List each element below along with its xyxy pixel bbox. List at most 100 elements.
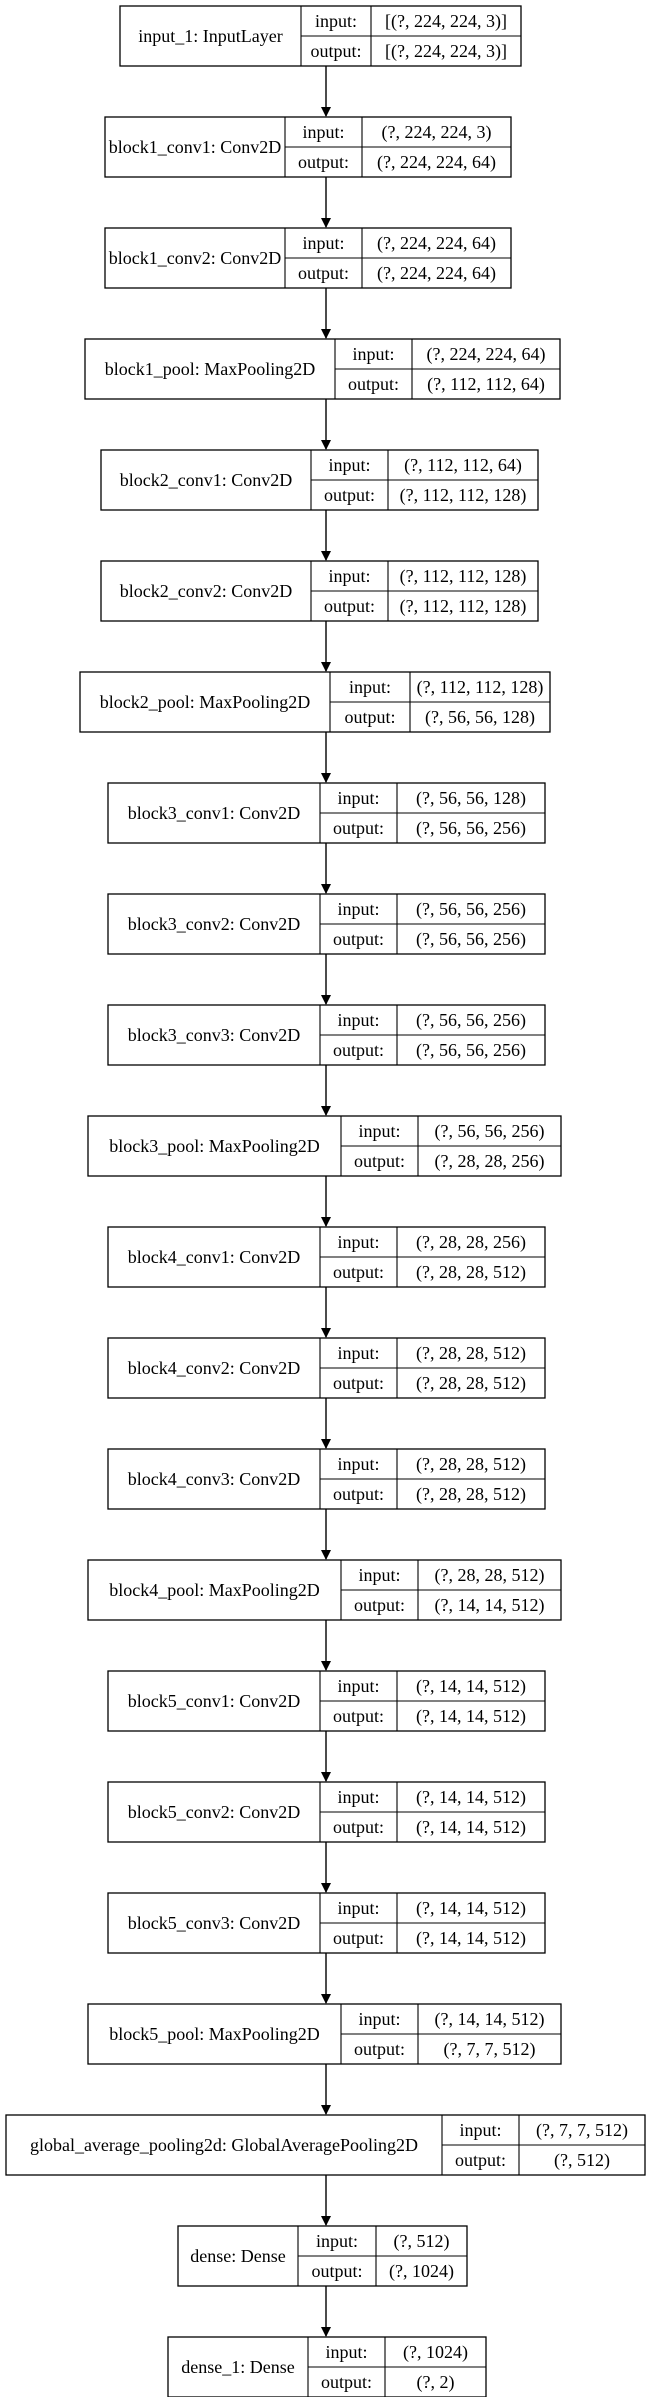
output-label: output: [324, 596, 375, 616]
output-label: output: [333, 1484, 384, 1504]
layer-name: block5_conv2: Conv2D [128, 1802, 301, 1822]
output-shape: [(?, 224, 224, 3)] [385, 41, 507, 62]
input-label: input: [328, 566, 370, 586]
input-shape: (?, 14, 14, 512) [435, 2009, 545, 2030]
output-label: output: [344, 707, 395, 727]
output-label: output: [354, 2039, 405, 2059]
input-label: input: [302, 122, 344, 142]
input-label: input: [337, 1232, 379, 1252]
input-label: input: [337, 788, 379, 808]
output-shape: (?, 56, 56, 256) [416, 818, 526, 839]
output-shape: (?, 14, 14, 512) [416, 1928, 526, 1949]
input-label: input: [337, 1787, 379, 1807]
input-label: input: [325, 2342, 367, 2362]
output-label: output: [333, 1373, 384, 1393]
layer-node: block5_conv1: Conv2D input: (?, 14, 14, 51… [107, 1670, 546, 1732]
input-shape: (?, 28, 28, 512) [416, 1343, 526, 1364]
output-shape: (?, 28, 28, 256) [435, 1151, 545, 1172]
output-label: output: [348, 374, 399, 394]
layer-name: block2_pool: MaxPooling2D [100, 692, 311, 712]
input-label: input: [302, 233, 344, 253]
output-shape: (?, 28, 28, 512) [416, 1484, 526, 1505]
layer-name: block1_conv2: Conv2D [109, 248, 282, 268]
input-label: input: [337, 1676, 379, 1696]
input-shape: (?, 224, 224, 3) [382, 122, 492, 143]
output-label: output: [333, 1706, 384, 1726]
layer-name: block2_conv2: Conv2D [120, 581, 293, 601]
input-shape: (?, 224, 224, 64) [427, 344, 546, 365]
layer-name: block5_pool: MaxPooling2D [109, 2024, 320, 2044]
input-label: input: [459, 2120, 501, 2140]
output-shape: (?, 7, 7, 512) [444, 2039, 536, 2060]
output-label: output: [333, 818, 384, 838]
input-shape: (?, 224, 224, 64) [377, 233, 496, 254]
layer-node: block5_conv3: Conv2D input: (?, 14, 14, 51… [107, 1892, 546, 1954]
input-shape: (?, 7, 7, 512) [536, 2120, 628, 2141]
input-shape: (?, 28, 28, 512) [416, 1454, 526, 1475]
layer-node: block3_conv2: Conv2D input: (?, 56, 56, 25… [107, 893, 546, 955]
input-shape: (?, 112, 112, 64) [404, 455, 522, 476]
input-shape: (?, 14, 14, 512) [416, 1787, 526, 1808]
input-label: input: [315, 11, 357, 31]
layer-node: block3_pool: MaxPooling2D input: (?, 56, 5… [87, 1115, 562, 1177]
input-label: input: [337, 1343, 379, 1363]
layer-name: block5_conv3: Conv2D [128, 1913, 301, 1933]
output-label: output: [311, 2261, 362, 2281]
output-label: output: [310, 41, 361, 61]
output-label: output: [354, 1595, 405, 1615]
output-shape: (?, 28, 28, 512) [416, 1373, 526, 1394]
input-label: input: [316, 2231, 358, 2251]
input-shape: (?, 56, 56, 128) [416, 788, 526, 809]
output-shape: (?, 56, 56, 256) [416, 1040, 526, 1061]
input-label: input: [352, 344, 394, 364]
layer-name: block1_pool: MaxPooling2D [105, 359, 316, 379]
input-label: input: [337, 899, 379, 919]
layer-node: block3_conv1: Conv2D input: (?, 56, 56, 12… [107, 782, 546, 844]
layer-name: block4_conv3: Conv2D [128, 1469, 301, 1489]
input-shape: (?, 56, 56, 256) [416, 899, 526, 920]
input-shape: (?, 112, 112, 128) [417, 677, 544, 698]
output-shape: (?, 2) [417, 2372, 455, 2393]
output-shape: (?, 112, 112, 128) [400, 485, 527, 506]
output-shape: (?, 56, 56, 256) [416, 929, 526, 950]
output-shape: (?, 14, 14, 512) [416, 1706, 526, 1727]
output-shape: (?, 56, 56, 128) [425, 707, 535, 728]
output-label: output: [298, 152, 349, 172]
output-label: output: [321, 2372, 372, 2392]
output-label: output: [298, 263, 349, 283]
output-shape: (?, 224, 224, 64) [377, 263, 496, 284]
output-shape: (?, 224, 224, 64) [377, 152, 496, 173]
input-shape: (?, 1024) [403, 2342, 468, 2363]
input-label: input: [337, 1010, 379, 1030]
input-label: input: [337, 1898, 379, 1918]
layer-name: block1_conv1: Conv2D [109, 137, 282, 157]
input-shape: [(?, 224, 224, 3)] [385, 11, 507, 32]
layer-name: block3_conv2: Conv2D [128, 914, 301, 934]
input-shape: (?, 56, 56, 256) [435, 1121, 545, 1142]
output-shape: (?, 112, 112, 64) [427, 374, 545, 395]
layer-node: block1_conv1: Conv2D input: (?, 224, 224, … [104, 116, 512, 178]
layer-name: block3_pool: MaxPooling2D [109, 1136, 320, 1156]
layer-name: block5_conv1: Conv2D [128, 1691, 301, 1711]
layer-node: global_average_pooling2d: GlobalAverageP… [5, 2114, 646, 2176]
layer-name: block3_conv1: Conv2D [128, 803, 301, 823]
output-shape: (?, 512) [554, 2150, 610, 2171]
input-shape: (?, 14, 14, 512) [416, 1898, 526, 1919]
input-label: input: [328, 455, 370, 475]
output-label: output: [354, 1151, 405, 1171]
output-shape: (?, 112, 112, 128) [400, 596, 527, 617]
input-shape: (?, 14, 14, 512) [416, 1676, 526, 1697]
layer-name: dense: Dense [190, 2246, 285, 2266]
input-label: input: [358, 1121, 400, 1141]
output-label: output: [455, 2150, 506, 2170]
